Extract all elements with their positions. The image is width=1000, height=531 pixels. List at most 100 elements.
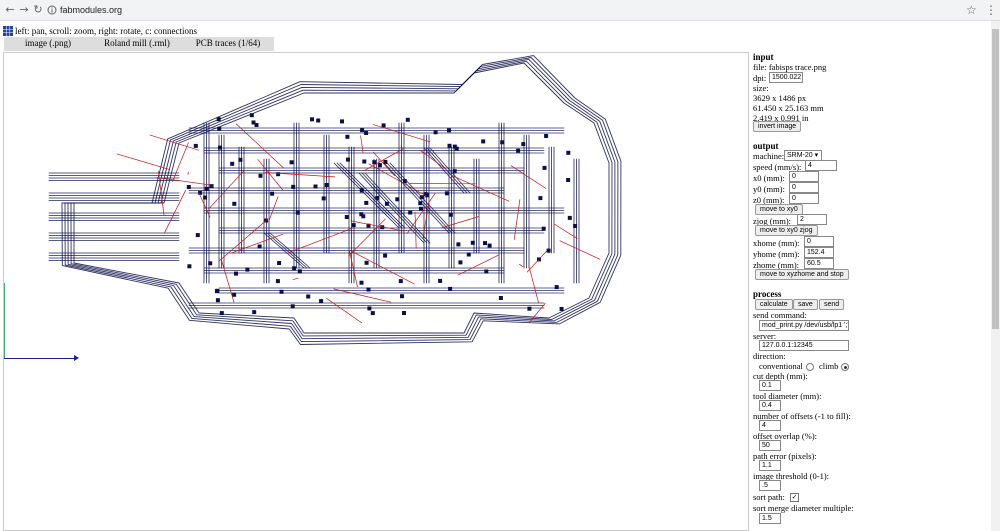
- sort-path-checkbox[interactable]: ✓: [790, 493, 799, 502]
- calculate-button[interactable]: calculate: [755, 299, 793, 310]
- page-info-icon[interactable]: [47, 5, 57, 15]
- machine-select[interactable]: SRM-20 ▾: [784, 150, 822, 161]
- back-button[interactable]: ←: [5, 3, 15, 16]
- y0-label: y0 (mm):: [753, 184, 785, 194]
- component-pad: [270, 191, 275, 196]
- zhome-input[interactable]: 60.5: [804, 258, 834, 269]
- component-pad: [292, 266, 297, 271]
- save-button[interactable]: save: [793, 299, 818, 310]
- move-to-xy0-button[interactable]: move to xy0: [755, 204, 803, 215]
- diagonal-trace: [266, 232, 308, 269]
- component-pad: [254, 123, 259, 127]
- component-pad: [186, 185, 191, 189]
- cut-depth-input[interactable]: 0.1: [759, 380, 781, 391]
- offsets-input[interactable]: 4: [759, 420, 781, 431]
- component-pad: [447, 128, 451, 133]
- path-error-input[interactable]: 1.1: [759, 460, 781, 471]
- tab-image-png[interactable]: image (.png): [25, 38, 71, 48]
- diagonal-trace: [364, 172, 431, 244]
- connection-move-line: [528, 302, 546, 324]
- address-bar[interactable]: fabmodules.org: [60, 5, 123, 15]
- toolpath-drawing: [48, 55, 622, 345]
- component-pad: [366, 223, 371, 228]
- zjog-input[interactable]: 2: [797, 214, 827, 225]
- component-pad: [419, 206, 423, 211]
- toolpath-canvas[interactable]: [3, 52, 749, 531]
- module-tabs: image (.png) Roland mill (.rml) PCB trac…: [4, 37, 274, 51]
- diagonal-trace: [423, 147, 465, 194]
- climb-radio[interactable]: [841, 363, 850, 372]
- server-input[interactable]: 127.0.0.1:12345: [759, 340, 849, 351]
- component-pad: [402, 311, 406, 315]
- y0-input[interactable]: 0: [789, 182, 819, 193]
- invert-image-button[interactable]: invert image: [753, 121, 802, 132]
- connection-move-line: [363, 148, 404, 172]
- yhome-input[interactable]: 152.4: [804, 247, 834, 258]
- send-command-input[interactable]: mod_print.py /dev/usb/lp1 ';': [759, 320, 849, 331]
- component-pad: [344, 215, 349, 219]
- connection-move-line: [292, 277, 299, 281]
- move-to-home-button[interactable]: move to xyzhome and stop: [755, 269, 849, 280]
- tab-roland-mill[interactable]: Roland mill (.rml): [104, 38, 170, 48]
- connection-move-line: [440, 216, 480, 229]
- dpi-input[interactable]: 1500.022: [769, 72, 803, 83]
- component-pad: [187, 264, 192, 269]
- connection-move-line: [187, 171, 189, 175]
- speed-input[interactable]: 4: [805, 160, 837, 171]
- component-pad: [361, 214, 366, 219]
- connection-move-line: [348, 249, 358, 288]
- component-pad: [218, 145, 222, 150]
- connection-move-line: [368, 163, 427, 197]
- connection-move-line: [149, 134, 200, 151]
- connection-move-line: [422, 204, 429, 238]
- connection-move-line: [350, 220, 404, 232]
- component-pad: [364, 131, 369, 135]
- send-button[interactable]: send: [819, 299, 845, 310]
- connection-move-line: [528, 265, 539, 303]
- component-pad: [340, 119, 344, 124]
- scrollbar-thumb[interactable]: [992, 29, 999, 329]
- connection-move-line: [559, 240, 601, 260]
- x0-input[interactable]: 0: [789, 171, 819, 182]
- component-pad: [219, 311, 224, 316]
- move-to-xy0-zjog-button[interactable]: move to xy0 zjog: [755, 225, 818, 236]
- component-pad: [366, 287, 371, 292]
- component-pad: [351, 223, 356, 228]
- browser-menu-icon[interactable]: ⋮: [985, 3, 997, 17]
- threshold-input[interactable]: .5: [759, 480, 781, 491]
- component-pad: [372, 160, 377, 165]
- component-pad: [383, 160, 388, 164]
- fab-logo-icon: [3, 26, 13, 36]
- connection-move-line: [156, 177, 213, 186]
- z0-input[interactable]: 0: [789, 193, 819, 204]
- connection-move-line: [372, 151, 396, 177]
- x0-label: x0 (mm):: [753, 173, 785, 183]
- bookmark-star-icon[interactable]: ☆: [966, 3, 977, 17]
- forward-button[interactable]: →: [19, 3, 29, 16]
- sort-merge-input[interactable]: 1.5: [759, 513, 781, 524]
- board-outline-pass: [67, 58, 616, 340]
- component-pad: [554, 285, 559, 290]
- xhome-label: xhome (mm):: [753, 238, 800, 248]
- xhome-input[interactable]: 0: [804, 236, 834, 247]
- conventional-radio[interactable]: [805, 363, 814, 372]
- diagonal-trace: [269, 232, 311, 269]
- connection-move-line: [510, 165, 547, 189]
- reload-button[interactable]: ↻: [33, 3, 43, 16]
- connection-move-line: [208, 169, 245, 210]
- component-pad: [359, 280, 364, 285]
- size-label: size:: [753, 83, 769, 93]
- component-pad: [458, 260, 463, 265]
- page-scrollbar[interactable]: [991, 21, 1000, 531]
- component-pad: [215, 298, 220, 303]
- component-pad: [232, 292, 237, 297]
- component-pad: [258, 173, 263, 178]
- component-pad: [408, 210, 413, 215]
- direction-options: conventional climb: [759, 361, 852, 372]
- board-outline-pass: [64, 57, 619, 343]
- overlap-input[interactable]: 50: [759, 440, 781, 451]
- tab-pcb-traces[interactable]: PCB traces (1/64): [195, 38, 261, 48]
- component-pad: [456, 242, 461, 247]
- tool-diameter-input[interactable]: 0.4: [759, 400, 781, 411]
- browser-toolbar: ← → ↻ fabmodules.org ☆ ⋮: [0, 0, 1000, 21]
